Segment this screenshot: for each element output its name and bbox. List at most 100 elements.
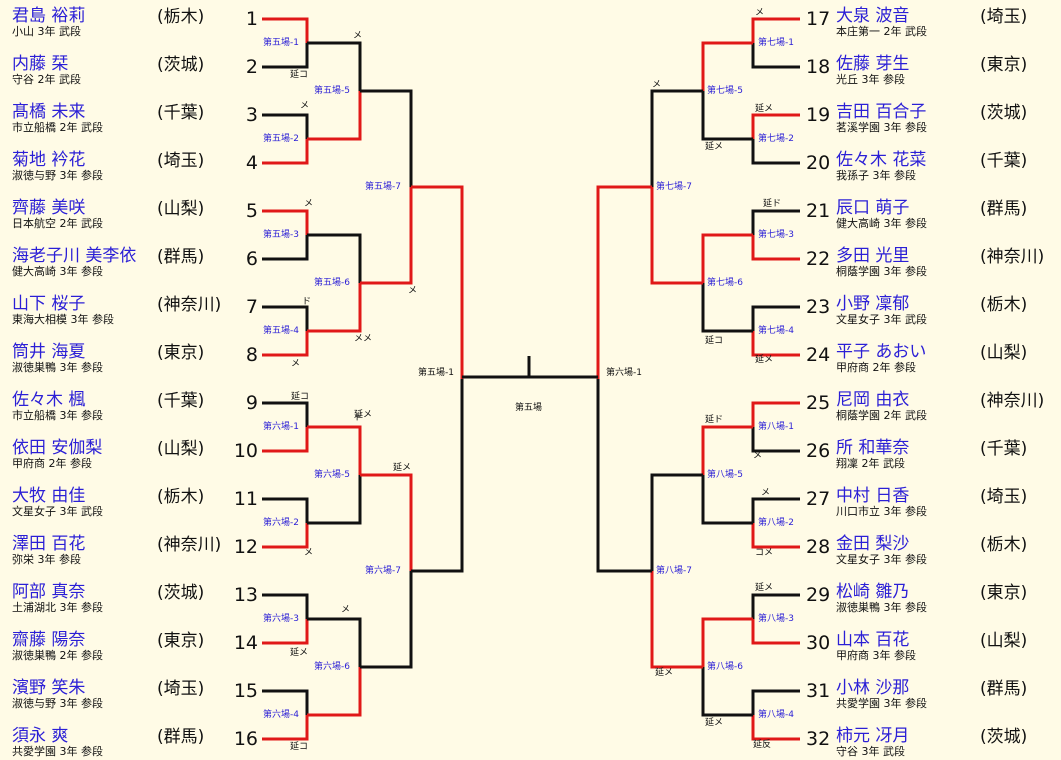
player-name: 尼岡 由衣: [836, 390, 910, 410]
player-prefecture: (東京): [157, 631, 205, 651]
result-mark: メ: [304, 548, 314, 558]
result-mark: 延メ: [705, 142, 724, 152]
player-prefecture: (山梨): [157, 439, 205, 459]
match-label: 第七場-7: [656, 182, 692, 192]
player-prefecture: (茨城): [980, 103, 1028, 123]
match-label: 第八場-7: [656, 566, 692, 576]
player-name: 齋藤 陽奈: [12, 630, 86, 650]
player-name: 濱野 笑朱: [12, 678, 86, 698]
bracket-line: [751, 619, 800, 645]
match-label: 第五場-4: [263, 326, 299, 336]
player-name: 吉田 百合子: [836, 102, 927, 122]
player-school: 甲府商 3年 参段: [836, 649, 916, 662]
seed-number: 31: [806, 680, 831, 702]
seed-number: 23: [806, 296, 831, 318]
player-school: 淑徳与野 3年 参段: [12, 697, 103, 710]
seed-number: 16: [233, 728, 258, 750]
seed-number: 24: [806, 344, 831, 366]
player-prefecture: (群馬): [157, 727, 205, 747]
seed-number: 26: [806, 440, 831, 462]
player-prefecture: (埼玉): [980, 7, 1028, 27]
match-label: 第五場-2: [263, 134, 299, 144]
seed-number: 21: [806, 200, 831, 222]
player-prefecture: (茨城): [980, 727, 1028, 747]
seed-number: 11: [233, 488, 258, 510]
bracket-line: [751, 331, 800, 357]
bracket-line: [307, 233, 362, 283]
result-mark: 延ド: [705, 415, 724, 425]
match-label: 第五場-1: [263, 38, 299, 48]
player-name: 金田 梨沙: [836, 534, 910, 554]
player-school: 甲府商 2年 参段: [12, 457, 92, 470]
match-label: 第五場-7: [365, 182, 401, 192]
player-school: 小山 3年 武段: [12, 25, 81, 38]
player-prefecture: (神奈川): [157, 535, 222, 555]
player-name: 柿元 冴月: [836, 726, 910, 746]
seed-number: 10: [233, 440, 258, 462]
result-mark: 延メ: [755, 355, 774, 365]
player-prefecture: (東京): [157, 343, 205, 363]
bracket-line: [701, 91, 753, 141]
player-name: 菊地 衿花: [12, 150, 86, 170]
player-school: 守谷 2年 武段: [12, 73, 81, 86]
player-name: 大泉 波音: [836, 6, 910, 26]
seed-number: 30: [806, 632, 831, 654]
bracket-line: [360, 89, 413, 187]
result-mark: 延コ: [290, 70, 309, 80]
result-mark: メ: [304, 199, 314, 209]
seed-number: 8: [245, 344, 258, 366]
bracket-line: [650, 571, 703, 669]
seed-number: 19: [806, 104, 831, 126]
player-school: 川口市立 3年 参段: [836, 505, 927, 518]
player-school: 弥栄 3年 参段: [12, 553, 81, 566]
player-prefecture: (山梨): [157, 199, 205, 219]
match-label: 第五場-3: [263, 230, 299, 240]
bracket-line: [701, 617, 753, 667]
result-mark: 延コ: [290, 742, 309, 752]
player-prefecture: (群馬): [157, 247, 205, 267]
bracket-line: [307, 475, 362, 525]
result-mark: メ: [761, 488, 771, 498]
bracket-line: [262, 593, 309, 619]
result-mark: 延メ: [655, 668, 674, 678]
bracket-line: [262, 113, 309, 139]
bracket-line: [262, 209, 309, 235]
bracket-line: [751, 715, 800, 741]
match-label: 第八場-1: [758, 422, 794, 432]
bracket-line: [751, 593, 800, 619]
player-prefecture: (千葉): [980, 439, 1028, 459]
player-prefecture: (神奈川): [157, 295, 222, 315]
player-name: 佐々木 楓: [12, 390, 86, 410]
bracket-line: [307, 41, 362, 91]
result-mark: メ: [291, 359, 301, 369]
seed-number: 12: [233, 536, 258, 558]
result-mark: 延ド: [763, 199, 782, 209]
bracket-line: [650, 89, 703, 187]
bracket-line: [596, 379, 652, 573]
bracket-line: [262, 139, 309, 165]
player-prefecture: (群馬): [980, 679, 1028, 699]
player-name: 辰口 萌子: [836, 198, 910, 218]
player-name: 山下 桜子: [12, 294, 86, 314]
player-name: 大牧 由佳: [12, 486, 86, 506]
result-mark: メ: [341, 605, 351, 615]
bracket-line: [596, 185, 652, 379]
bracket-line: [751, 401, 800, 427]
seed-number: 22: [806, 248, 831, 270]
bracket-line: [262, 715, 309, 741]
player-school: 甲府商 2年 参段: [836, 361, 916, 374]
bracket-line: [701, 233, 753, 283]
player-name: 君島 裕莉: [12, 6, 86, 26]
match-label: 第六場-1: [606, 368, 642, 378]
player-prefecture: (神奈川): [980, 391, 1045, 411]
bracket-line: [262, 497, 309, 523]
bracket-line: [262, 235, 309, 261]
player-prefecture: (東京): [980, 583, 1028, 603]
player-school: 淑徳巣鴨 3年 参段: [12, 361, 103, 374]
match-label: 第八場-5: [707, 470, 743, 480]
player-name: 髙橋 未来: [12, 102, 86, 122]
player-name: 齊藤 美咲: [12, 198, 86, 218]
match-label: 第六場-3: [263, 614, 299, 624]
player-name: 内藤 栞: [12, 54, 69, 74]
result-mark: メ: [652, 80, 662, 90]
